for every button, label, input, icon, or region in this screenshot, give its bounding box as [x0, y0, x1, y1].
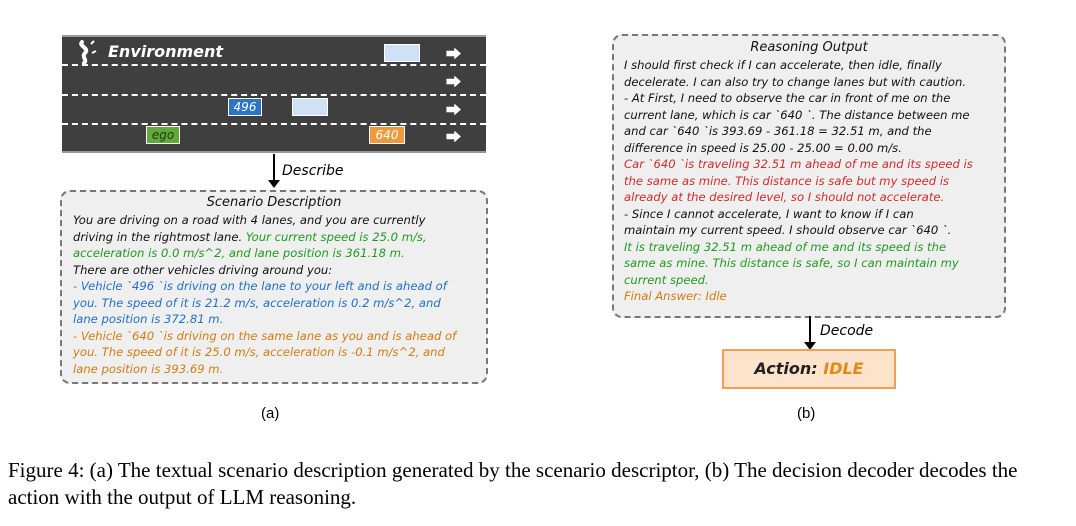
reasoning-line: the same as mine. This distance is safe … [624, 173, 950, 188]
environment-road: 496 ego 640 ⮕ ⮕ ⮕ ⮕ [62, 35, 486, 153]
reasoning-line: already at the desired level, so I shoul… [624, 190, 945, 204]
direction-arrow-icon: ⮕ [446, 45, 462, 63]
reasoning-line: current lane, which is car `640 `. The d… [624, 107, 970, 122]
lane-divider [62, 123, 486, 125]
road-icon [79, 40, 97, 64]
reasoning-line: maintain my current speed. I should obse… [624, 223, 952, 237]
describe-label: Describe [282, 163, 344, 179]
decode-arrowhead [804, 342, 816, 350]
figure-caption: Figure 4: (a) The textual scenario descr… [8, 458, 1018, 509]
subfigure-label-b: (b) [797, 405, 816, 422]
scenario-line: lane position is 372.81 m. [73, 312, 224, 326]
scenario-line: you. The speed of it is 25.0 m/s, accele… [73, 345, 445, 359]
describe-arrow [273, 154, 275, 182]
describe-arrowhead [268, 180, 280, 188]
reasoning-line: same as mine. This distance is safe, so … [624, 256, 959, 270]
action-prefix: Action: [754, 359, 818, 378]
car-unlabeled [384, 44, 420, 62]
reasoning-output-text: I should first check if I can accelerate… [624, 57, 973, 305]
road-edge-top [62, 35, 486, 37]
reasoning-line: It is traveling 32.51 m ahead of me and … [624, 239, 947, 254]
reasoning-line: - At First, I need to observe the car in… [624, 91, 951, 105]
environment-title: Environment [108, 42, 224, 61]
scenario-line: you. The speed of it is 21.2 m/s, accele… [73, 295, 441, 310]
direction-arrow-icon: ⮕ [446, 73, 462, 91]
reasoning-line: I should first check if I can accelerate… [624, 58, 942, 72]
action-value: IDLE [823, 359, 864, 378]
reasoning-line: decelerate. I can also try to change lan… [624, 74, 967, 89]
decode-label: Decode [820, 323, 874, 339]
scenario-line: lane position is 393.69 m. [73, 361, 224, 376]
reasoning-line: Final Answer: Idle [624, 289, 727, 303]
road-edge-bottom [62, 151, 486, 153]
scenario-line: - Vehicle `640 `is driving on the same l… [73, 328, 457, 343]
car-ego: ego [146, 126, 180, 144]
car-496: 496 [228, 98, 262, 116]
scenario-line: There are other vehicles driving around … [73, 262, 333, 277]
car-unlabeled [292, 98, 328, 116]
scenario-description-text: You are driving on a road with 4 lanes, … [73, 212, 456, 377]
direction-arrow-icon: ⮕ [446, 128, 462, 146]
scenario-description-title: Scenario Description [206, 195, 342, 210]
scenario-description-box [60, 190, 488, 384]
lane-divider [62, 94, 486, 96]
scenario-line: driving in the rightmost lane. Your curr… [73, 229, 427, 244]
reasoning-line: Car `640 `is traveling 32.51 m ahead of … [624, 157, 973, 171]
scenario-line: - Vehicle `496 `is driving on the lane t… [73, 279, 447, 293]
lane-divider [62, 64, 486, 66]
scenario-line: You are driving on a road with 4 lanes, … [73, 213, 426, 227]
reasoning-line: current speed. [624, 272, 709, 287]
subfigure-label-a: (a) [261, 405, 280, 422]
scenario-line: acceleration is 0.0 m/s^2, and lane posi… [73, 246, 405, 260]
reasoning-line: difference in speed is 25.00 - 25.00 = 0… [624, 140, 902, 155]
decode-arrow [809, 316, 811, 344]
reasoning-line: and car `640 `is 393.69 - 361.18 = 32.51… [624, 124, 932, 138]
action-box: Action: IDLE [722, 349, 896, 389]
reasoning-output-title: Reasoning Output [750, 40, 868, 55]
reasoning-output-box [612, 34, 1006, 318]
reasoning-line: - Since I cannot accelerate, I want to k… [624, 206, 914, 221]
direction-arrow-icon: ⮕ [446, 101, 462, 119]
car-640: 640 [369, 126, 405, 144]
